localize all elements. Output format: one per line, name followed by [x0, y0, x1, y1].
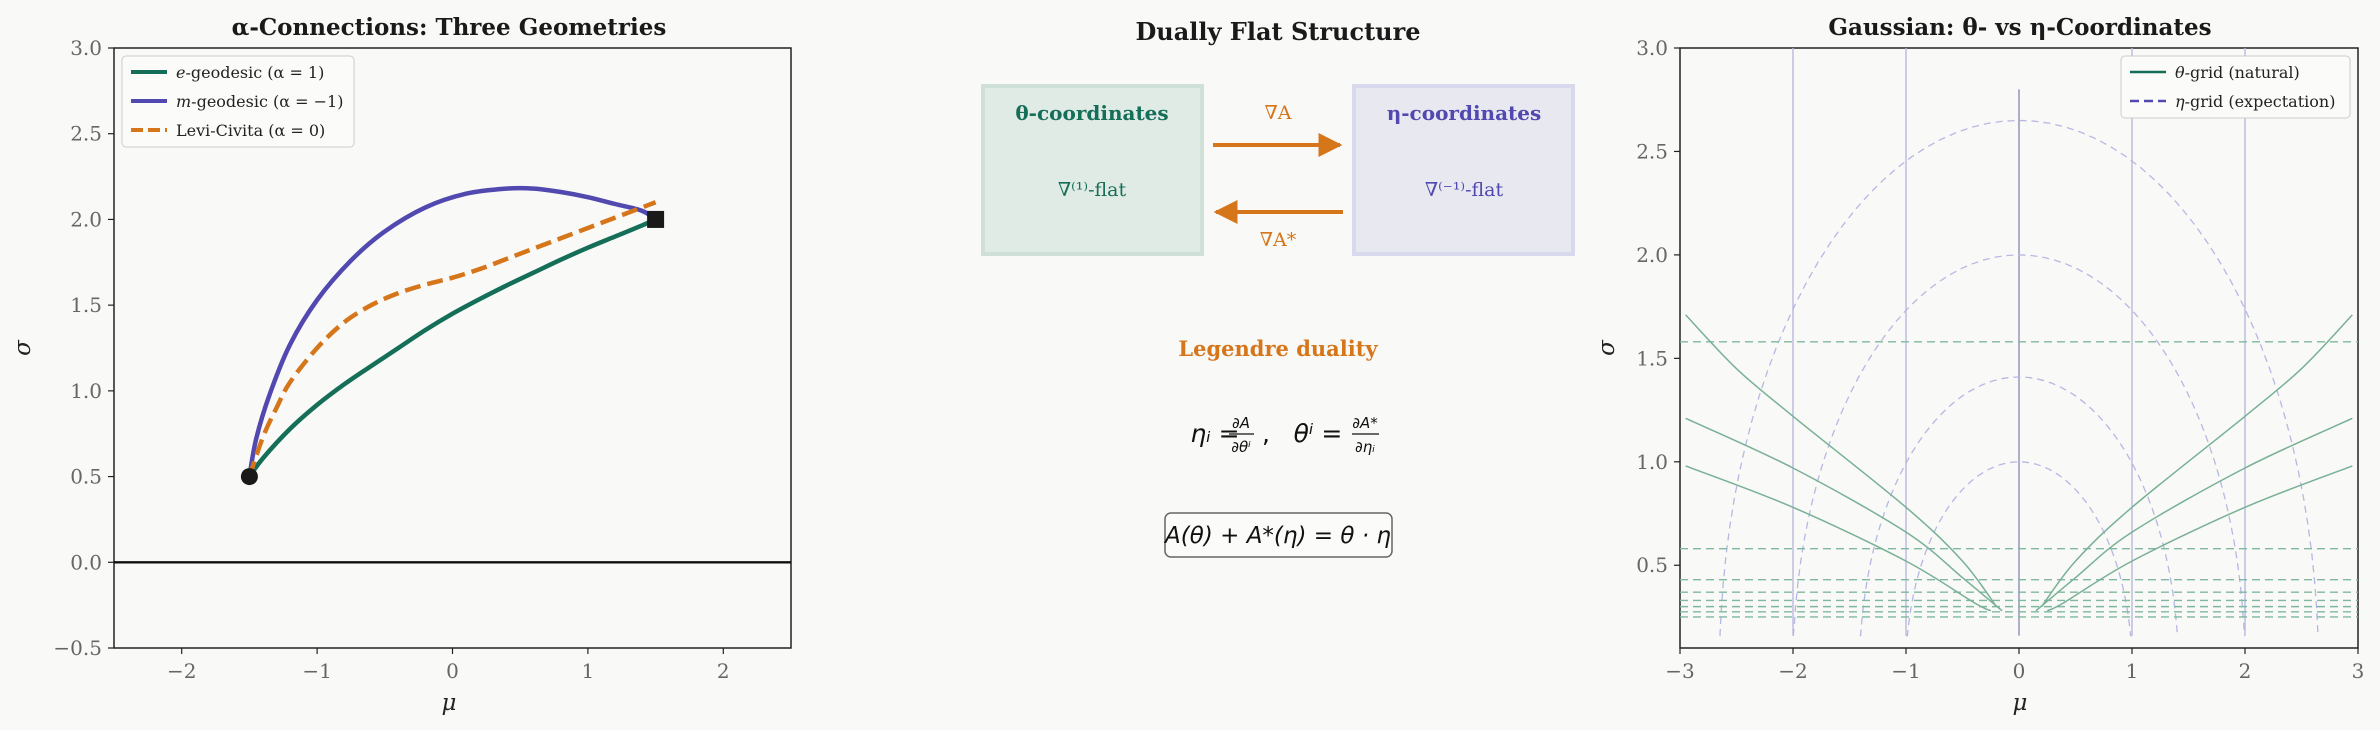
y-tick-label: 2.0: [1636, 243, 1668, 267]
y-tick-label: 1.5: [70, 293, 102, 317]
y-tick-label: 3.0: [70, 36, 102, 60]
y-tick-label: 0.5: [70, 465, 102, 489]
eta-grid-semicircle: [1859, 376, 2179, 637]
legend-label-eta-grid: η-grid (expectation): [2175, 92, 2335, 111]
theta-coordinates-box: [981, 84, 1204, 256]
e-geodesic-line: [247, 217, 657, 478]
panel3-title: Gaussian: θ- vs η-Coordinates: [1828, 14, 2211, 41]
y-tick-label: 2.5: [1636, 139, 1668, 163]
eta-grid-semicircle: [1792, 254, 2246, 637]
panel1-legend: e-geodesic (α = 1) m-geodesic (α = −1) L…: [121, 55, 355, 148]
panel1-ticks: −2 −1 0 1 2 −0.5 0.0 0.5 1.0 1.5 2.0 2.5 3.0: [53, 36, 729, 683]
panel3-xlabel: μ: [2013, 690, 2028, 716]
theta-grid-curve-left: [1685, 314, 1998, 608]
y-tick-label: 0.5: [1636, 553, 1668, 577]
eta-box-title: η-coordinates: [1387, 101, 1542, 125]
panel3-ylabel: σ: [1594, 339, 1620, 356]
theta-equation-lhs: θⁱ =: [1294, 419, 1343, 448]
panel1-axes-frame: [113, 47, 792, 649]
x-tick-label: 2: [2239, 659, 2252, 683]
y-tick-label: −0.5: [53, 636, 102, 660]
eta-equation-denominator: ∂θⁱ: [1231, 438, 1251, 456]
duality-equation-2: A(θ) + A*(η) = θ · η: [1163, 523, 1391, 549]
theta-grid-curve-left: [1685, 417, 2003, 612]
theta-grid-curve-left: [1685, 465, 1992, 612]
m-geodesic-line: [247, 185, 657, 477]
theta-box-title: θ-coordinates: [1015, 101, 1168, 125]
backward-arrow-label: ∇A*: [1260, 229, 1297, 251]
x-tick-label: 3: [2352, 659, 2365, 683]
y-tick-label: 1.5: [1636, 346, 1668, 370]
eta-grid-semicircle: [1719, 119, 2319, 637]
theta-grid-curve-right: [2040, 314, 2353, 608]
panel1-markers: [240, 210, 665, 486]
theta-box-subtitle: ∇⁽¹⁾-flat: [1058, 179, 1127, 201]
x-tick-label: −2: [167, 659, 196, 683]
eta-grid-semicircle: [1906, 461, 2132, 637]
eta-box-subtitle: ∇⁽⁻¹⁾-flat: [1425, 179, 1504, 201]
theta-grid-curve-right: [2035, 417, 2353, 612]
legendre-duality-heading: Legendre duality: [1178, 336, 1378, 361]
y-tick-label: 2.5: [70, 122, 102, 146]
x-tick-label: −1: [1891, 659, 1920, 683]
theta-grid-curve-right: [2046, 465, 2353, 612]
panel-gaussian-coordinates: Gaussian: θ- vs η-Coordinates −3 −2 −1 0 1 2 3…: [1594, 14, 2364, 716]
legend-label-theta-grid: θ-grid (natural): [2175, 63, 2300, 82]
equation-comma: ,: [1262, 419, 1270, 448]
y-tick-label: 0.0: [70, 550, 102, 574]
x-tick-label: 2: [717, 659, 730, 683]
panel3-legend-box: [2120, 55, 2351, 119]
x-tick-label: −1: [302, 659, 331, 683]
eta-coordinates-box: [1352, 84, 1575, 256]
y-tick-label: 1.0: [1636, 450, 1668, 474]
y-tick-label: 1.0: [70, 379, 102, 403]
end-point: [647, 210, 665, 228]
duality-equation-1: ηᵢ = ∂A ∂θⁱ , θⁱ = ∂A* ∂ηᵢ: [1190, 414, 1379, 456]
y-tick-label: 2.0: [70, 207, 102, 231]
x-tick-label: 0: [446, 659, 459, 683]
panel1-series: [247, 185, 657, 478]
start-point: [240, 468, 258, 486]
theta-equation-denominator: ∂ηᵢ: [1355, 438, 1375, 456]
legend-label-e-geodesic: e-geodesic (α = 1): [176, 63, 324, 82]
legend-label-levi-civita: Levi-Civita (α = 0): [176, 121, 325, 140]
panel2-title: Dually Flat Structure: [1135, 17, 1420, 46]
theta-equation-numerator: ∂A*: [1352, 414, 1378, 432]
panel1-legend-box: [121, 55, 355, 148]
levi-civita-line: [247, 200, 657, 478]
panel3-grids: [1680, 48, 2358, 637]
panel3-legend: θ-grid (natural) η-grid (expectation): [2120, 55, 2351, 119]
x-tick-label: 1: [2126, 659, 2139, 683]
panel1-title: α-Connections: Three Geometries: [232, 14, 667, 41]
panel-dually-flat: Dually Flat Structure θ-coordinates ∇⁽¹⁾…: [981, 17, 1575, 558]
x-tick-label: −2: [1778, 659, 1807, 683]
panel1-ylabel: σ: [10, 339, 36, 356]
forward-arrow-label: ∇A: [1265, 102, 1292, 124]
eta-equation-numerator: ∂A: [1232, 414, 1250, 432]
x-tick-label: 0: [2013, 659, 2026, 683]
y-tick-label: 3.0: [1636, 36, 1668, 60]
duality-equation-2-box: [1164, 512, 1393, 558]
panel1-xlabel: μ: [442, 690, 457, 716]
x-tick-label: −3: [1665, 659, 1694, 683]
x-tick-label: 1: [582, 659, 595, 683]
panel3-ticks: −3 −2 −1 0 1 2 3 0.5 1.0 1.5 2.0 2.5 3.0: [1636, 36, 2364, 683]
legend-label-m-geodesic: m-geodesic (α = −1): [176, 92, 343, 111]
